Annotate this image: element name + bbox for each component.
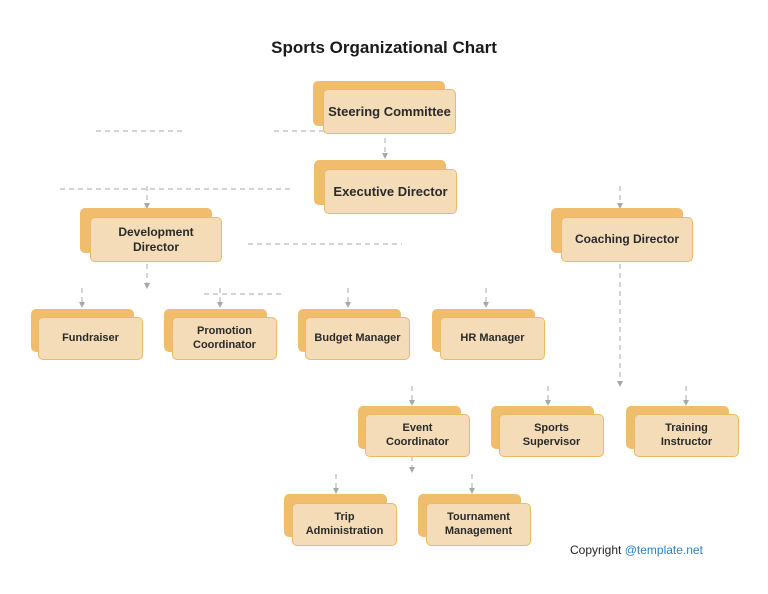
node-trip-administration: Trip Administration [284, 494, 397, 546]
template-link[interactable]: @template.net [624, 543, 703, 557]
copyright-label: Copyright [570, 543, 622, 557]
node-coaching-director: Coaching Director [551, 208, 693, 262]
node-label: Event Coordinator [365, 414, 470, 457]
chart-title: Sports Organizational Chart [271, 38, 497, 57]
node-label: Steering Committee [323, 89, 456, 134]
node-tournament-management: Tournament Management [418, 494, 531, 546]
node-hr-manager: HR Manager [432, 309, 545, 360]
node-label: Promotion Coordinator [172, 317, 277, 360]
node-label: Sports Supervisor [499, 414, 604, 457]
node-label: Budget Manager [305, 317, 410, 360]
node-fundraiser: Fundraiser [31, 309, 143, 360]
node-budget-manager: Budget Manager [298, 309, 410, 360]
node-label: Training Instructor [634, 414, 739, 457]
node-sports-supervisor: Sports Supervisor [491, 406, 604, 457]
copyright-notice: Copyright @template.net [570, 543, 703, 557]
node-training-instructor: Training Instructor [626, 406, 739, 457]
node-label: Tournament Management [426, 503, 531, 546]
node-event-coordinator: Event Coordinator [358, 406, 470, 457]
node-promotion-coordinator: Promotion Coordinator [164, 309, 277, 360]
node-label: Trip Administration [292, 503, 397, 546]
node-label: Development Director [90, 217, 222, 262]
node-label: Executive Director [324, 169, 457, 214]
node-development-director: Development Director [80, 208, 222, 262]
node-label: Coaching Director [561, 217, 693, 262]
node-steering-committee: Steering Committee [313, 81, 456, 134]
node-executive-director: Executive Director [314, 160, 457, 214]
node-label: Fundraiser [38, 317, 143, 360]
node-label: HR Manager [440, 317, 545, 360]
